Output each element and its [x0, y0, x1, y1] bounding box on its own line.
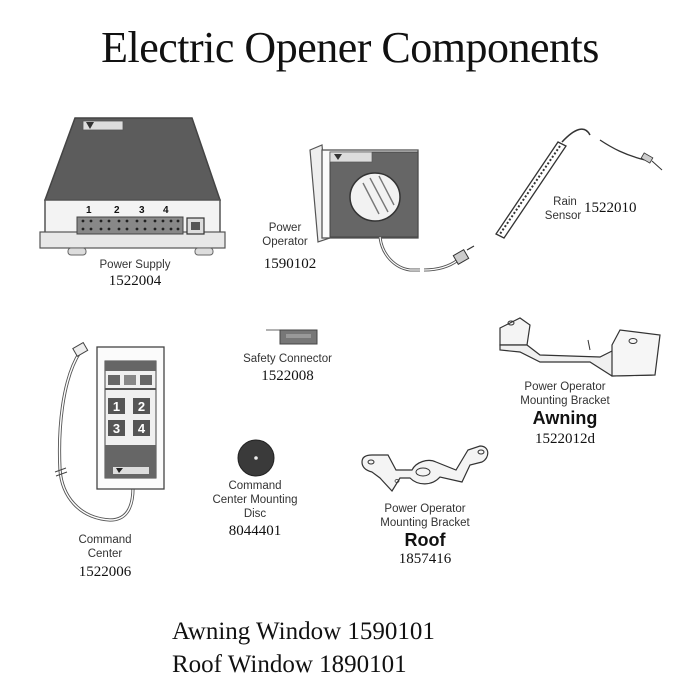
power-supply-label: Power Supply — [99, 259, 171, 271]
power-operator-label-line1: Power — [268, 222, 302, 234]
roof-bracket-part-number: 1857416 — [398, 551, 452, 567]
command-button-1: 1 — [112, 399, 121, 414]
footer-line-awning-window: Awning Window 1590101 — [172, 618, 435, 645]
safety-connector-part-number: 1522008 — [261, 368, 314, 384]
safety-connector-label: Safety Connector — [243, 353, 332, 365]
port-label-4: 4 — [163, 205, 169, 216]
command-center-label-line2: Center — [87, 548, 123, 560]
command-button-4: 4 — [137, 421, 146, 436]
roof-bracket-label-line1: Power Operator — [384, 503, 466, 515]
mounting-disc-label-line3: Disc — [243, 508, 267, 520]
power-supply-part-number: 1522004 — [108, 273, 162, 289]
page-title: Electric Opener Components — [101, 23, 599, 72]
port-label-2: 2 — [114, 205, 120, 216]
port-label-1: 1 — [86, 205, 92, 216]
command-center-part-number: 1522006 — [78, 564, 132, 580]
rain-sensor-label-line2: Sensor — [544, 210, 582, 222]
command-button-2: 2 — [137, 399, 146, 414]
roof-bracket-variant: Roof — [404, 530, 446, 550]
awning-bracket-variant: Awning — [532, 408, 598, 428]
command-center-label-line1: Command — [78, 534, 132, 546]
mounting-disc-label-line2: Center Mounting — [212, 494, 298, 506]
awning-bracket-label-line2: Mounting Bracket — [520, 395, 610, 407]
rain-sensor-part-number: 1522010 — [584, 200, 637, 216]
roof-bracket-label-line2: Mounting Bracket — [380, 517, 470, 529]
command-button-3: 3 — [112, 421, 121, 436]
mounting-disc-part-number: 8044401 — [228, 523, 282, 539]
awning-bracket-label-line1: Power Operator — [524, 381, 606, 393]
rain-sensor-label-line1: Rain — [553, 196, 577, 208]
power-operator-label-line2: Operator — [262, 236, 308, 248]
mounting-disc-label-line1: Command — [228, 480, 282, 492]
power-operator-part-number: 1590102 — [263, 256, 317, 272]
port-label-3: 3 — [139, 205, 145, 216]
awning-bracket-part-number: 1522012d — [535, 431, 595, 447]
footer-line-roof-window: Roof Window 1890101 — [172, 651, 407, 678]
